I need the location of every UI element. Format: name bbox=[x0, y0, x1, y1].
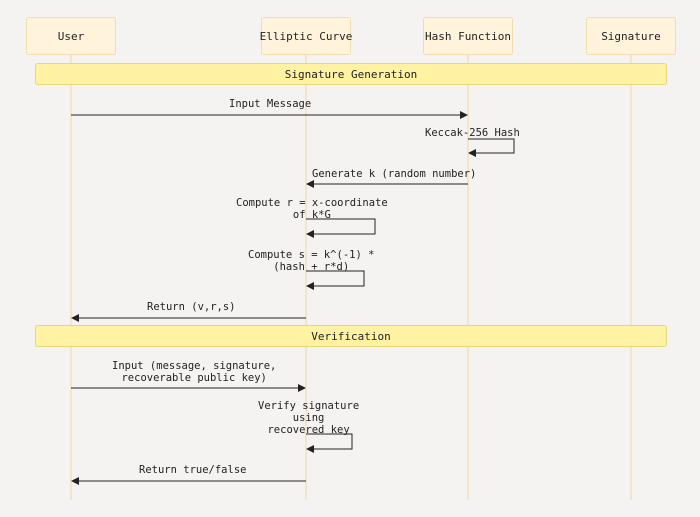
label-verify: Verify signature using recovered key bbox=[258, 400, 359, 436]
label-return-bool: Return true/false bbox=[139, 464, 247, 476]
participant-signature: Signature bbox=[586, 17, 676, 55]
participant-elliptic-curve: Elliptic Curve bbox=[260, 17, 352, 55]
arrow-keccak-self bbox=[468, 138, 515, 157]
label-compute-r: Compute r = x-coordinate of k*G bbox=[236, 197, 388, 221]
label-generate-k: Generate k (random number) bbox=[312, 168, 477, 180]
participant-user: User bbox=[26, 17, 116, 55]
label-return-vrs: Return (v,r,s) bbox=[147, 301, 236, 313]
label-compute-s-line2: (hash + r*d) bbox=[273, 261, 350, 273]
label-input-verify-line2: recoverable public key) bbox=[121, 372, 267, 384]
label-verify-line2: using bbox=[292, 412, 325, 424]
section-signature-generation: Signature Generation bbox=[35, 63, 667, 85]
label-compute-s-line1: Compute s = k^(-1) * bbox=[248, 249, 375, 261]
label-keccak: Keccak-256 Hash bbox=[425, 127, 520, 139]
label-compute-s: Compute s = k^(-1) * (hash + r*d) bbox=[248, 249, 374, 273]
arrow-verify-self bbox=[306, 433, 353, 453]
label-verify-line3: recovered key bbox=[267, 424, 350, 436]
label-input-verify-line1: Input (message, signature, bbox=[112, 360, 277, 372]
arrow-compute-r-self bbox=[306, 218, 376, 238]
participant-hash-function: Hash Function bbox=[423, 17, 513, 55]
label-input-message: Input Message bbox=[229, 98, 312, 110]
label-compute-r-line1: Compute r = x-coordinate bbox=[236, 197, 388, 209]
lifelines bbox=[70, 55, 632, 500]
arrow-compute-s-self bbox=[306, 270, 365, 290]
label-verify-line1: Verify signature bbox=[258, 400, 360, 412]
section-verification: Verification bbox=[35, 325, 667, 347]
label-input-verify: Input (message, signature, recoverable p… bbox=[112, 360, 276, 384]
label-compute-r-line2: of k*G bbox=[292, 209, 331, 221]
